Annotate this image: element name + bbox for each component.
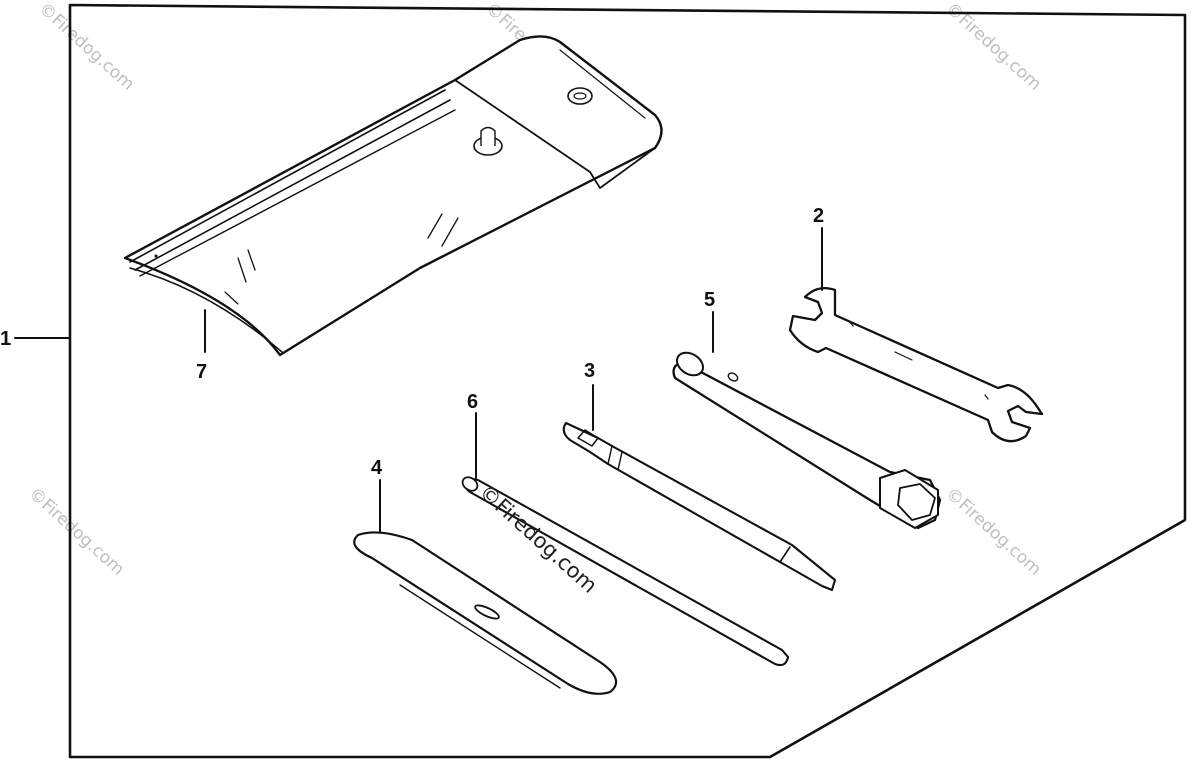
kit-frame xyxy=(68,3,1187,759)
screwdriver xyxy=(562,421,837,592)
tool-bag xyxy=(123,35,663,357)
open-end-wrench xyxy=(788,287,1044,443)
tire-lever xyxy=(353,531,618,695)
callout-3: 3 xyxy=(584,360,595,382)
callout-2: 2 xyxy=(813,205,824,227)
callout-6: 6 xyxy=(467,391,478,413)
callout-4: 4 xyxy=(371,457,383,479)
callout-7: 7 xyxy=(196,361,207,383)
watermark-top-left: ©Firedog.com xyxy=(35,0,138,95)
box-spanner xyxy=(672,351,942,530)
handle-bar xyxy=(461,476,790,667)
callout-5: 5 xyxy=(704,289,715,311)
callout-1: 1 xyxy=(0,328,11,350)
watermark-bottom-left: ©Firedog.com xyxy=(25,484,128,580)
watermark-bottom-right: ©Firedog.com xyxy=(942,484,1045,580)
